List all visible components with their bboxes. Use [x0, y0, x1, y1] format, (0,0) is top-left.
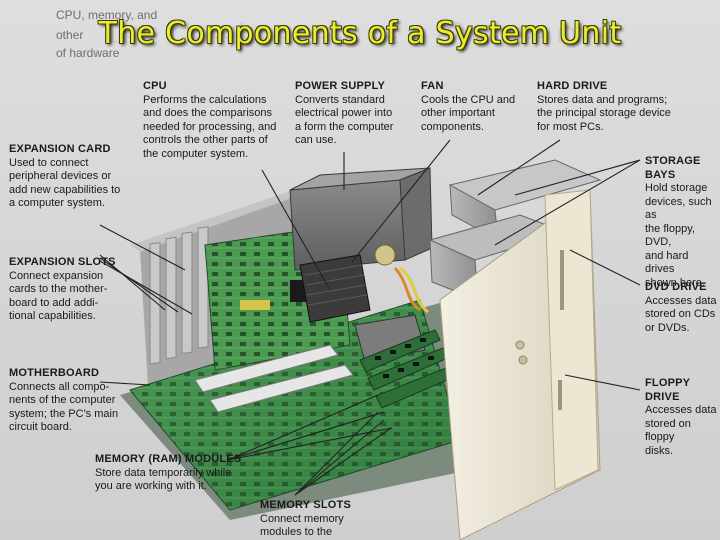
label-expansion-slots-heading: EXPANSION SLOTS: [9, 256, 116, 268]
label-storage-bays: STORAGE BAYS Hold storage devices, such …: [645, 155, 719, 290]
label-power-supply-line: can use.: [295, 134, 337, 146]
label-memory-slots-line: Connect memory: [260, 512, 344, 525]
label-cpu: CPU Performs the calculations and does t…: [143, 80, 283, 161]
background-fragment-line-2: other: [56, 28, 84, 42]
label-cpu-line: controls the other parts of: [143, 134, 268, 146]
label-hard-drive-line: Stores data and programs;: [537, 93, 668, 106]
label-floppy-drive-heading: FLOPPY DRIVE: [645, 377, 691, 403]
label-motherboard-line: system; the PC's main: [9, 407, 119, 420]
label-expansion-card-line: peripheral devices or: [9, 170, 112, 182]
label-memory-slots: MEMORY SLOTS Connect memory modules to t…: [260, 499, 380, 540]
cpu-fan-graphic: [299, 254, 426, 363]
background-fragment-line-3: of hardware: [56, 46, 120, 60]
label-motherboard-line: nents of the computer: [9, 394, 116, 406]
label-fan-line: Cools the CPU and: [421, 93, 516, 106]
label-storage-bays-heading: STORAGE BAYS: [645, 155, 701, 181]
label-motherboard-heading: MOTHERBOARD: [9, 367, 100, 379]
background-fragment-line-1: CPU, memory, and: [56, 8, 158, 22]
label-hard-drive-line: for most PCs.: [537, 120, 604, 133]
expansion-slot-rails: [194, 344, 354, 413]
slide-title: The Components of a System Unit: [98, 16, 622, 51]
label-motherboard: MOTHERBOARD Connects all compo- nents of…: [9, 367, 139, 435]
label-motherboard-line: circuit board.: [9, 421, 72, 433]
memory-modules-graphic: [359, 329, 457, 409]
label-memory-modules-heading: MEMORY (RAM) MODULES: [95, 453, 242, 465]
power-supply-graphic: [289, 167, 433, 314]
label-memory-slots-heading: MEMORY SLOTS: [260, 499, 352, 511]
label-expansion-card-heading: EXPANSION CARD: [9, 143, 111, 155]
label-storage-bays-line: shown here.: [645, 276, 705, 289]
label-memory-modules-line: Store data temporarily while: [95, 466, 232, 479]
label-fan-heading: FAN: [421, 80, 444, 92]
label-power-supply-line: a form the computer: [295, 120, 394, 133]
label-dvd-drive-line: Accesses data: [645, 294, 717, 307]
label-cpu-line: Performs the calculations: [143, 93, 267, 106]
label-dvd-drive-heading: DVD DRIVE: [645, 281, 707, 293]
label-expansion-slots-line: board to add addi-: [9, 296, 99, 309]
label-power-supply-line: electrical power into: [295, 107, 393, 119]
label-expansion-card: EXPANSION CARD Used to connect periphera…: [9, 143, 139, 211]
label-hard-drive-heading: HARD DRIVE: [537, 80, 608, 92]
label-motherboard-line: Connects all compo-: [9, 380, 110, 393]
label-power-supply: POWER SUPPLY Converts standard electrica…: [295, 80, 415, 148]
label-floppy-drive-line: stored on floppy: [645, 417, 691, 444]
label-floppy-drive: FLOPPY DRIVE Accesses data stored on flo…: [645, 377, 719, 458]
label-expansion-card-line: add new capabilities to: [9, 183, 121, 196]
label-cpu-line: needed for processing, and: [143, 120, 277, 133]
label-power-supply-line: Converts standard: [295, 93, 385, 106]
label-dvd-drive-line: stored on CDs: [645, 308, 716, 320]
label-fan-line: other important: [421, 107, 495, 119]
label-memory-slots-line: modules to the: [260, 526, 333, 538]
label-fan: FAN Cools the CPU and other important co…: [421, 80, 531, 134]
case-front-panel: [439, 189, 601, 540]
expansion-slot-brackets: [149, 226, 209, 365]
label-floppy-drive-line: Accesses data: [645, 404, 717, 416]
label-power-supply-heading: POWER SUPPLY: [295, 80, 386, 92]
label-cpu-line: and does the comparisons: [143, 107, 273, 119]
label-expansion-slots-line: cards to the mother-: [9, 283, 108, 295]
label-storage-bays-line: Hold storage: [645, 182, 708, 194]
label-expansion-slots-line: Connect expansion: [9, 269, 104, 282]
label-memory-modules-line: you are working with it.: [95, 480, 207, 492]
label-dvd-drive: DVD DRIVE Accesses data stored on CDs or…: [645, 281, 719, 335]
label-storage-bays-line: devices, such as: [645, 195, 712, 222]
label-dvd-drive-line: or DVDs.: [645, 321, 690, 334]
label-hard-drive: HARD DRIVE Stores data and programs; the…: [537, 80, 687, 134]
label-hard-drive-line: the principal storage device: [537, 107, 671, 119]
label-expansion-card-line: Used to connect: [9, 156, 89, 169]
label-memory-modules: MEMORY (RAM) MODULES Store data temporar…: [95, 453, 265, 494]
label-expansion-card-line: a computer system.: [9, 197, 105, 209]
label-fan-line: components.: [421, 120, 484, 133]
label-floppy-drive-line: disks.: [645, 444, 674, 457]
label-storage-bays-line: the floppy, DVD,: [645, 222, 695, 249]
label-expansion-slots-line: tional capabilities.: [9, 310, 96, 322]
label-storage-bays-line: and hard drives: [645, 249, 689, 276]
label-cpu-line: the computer system.: [143, 147, 249, 160]
label-expansion-slots: EXPANSION SLOTS Connect expansion cards …: [9, 256, 139, 324]
label-cpu-heading: CPU: [143, 80, 167, 92]
leader-lines: [99, 139, 641, 496]
